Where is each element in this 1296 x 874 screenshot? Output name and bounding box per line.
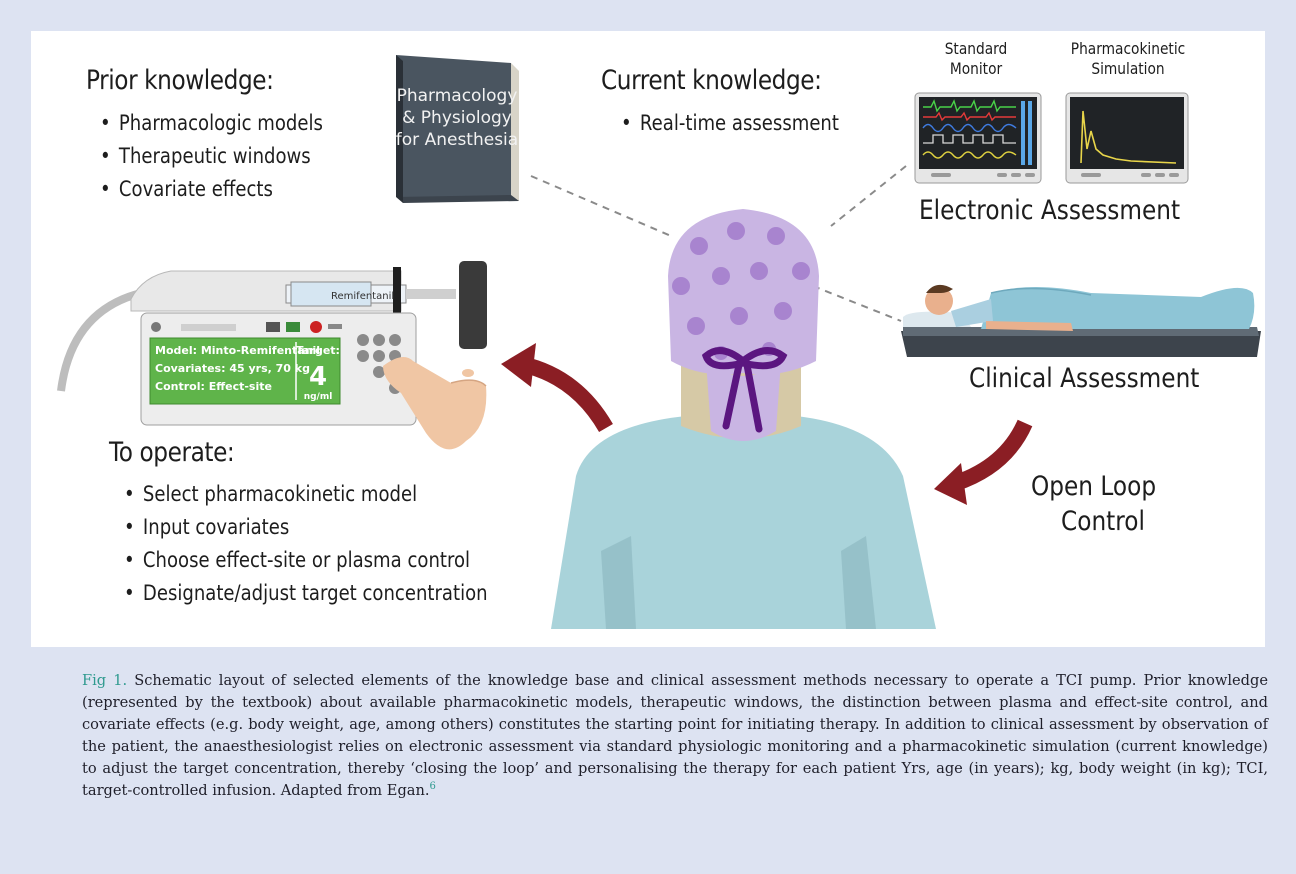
- diagram-artwork: Pharmacology & Physiology for Anesthesia: [57, 55, 1261, 629]
- book-title-line-1: Pharmacology: [397, 86, 518, 106]
- patient-on-bed: [901, 284, 1261, 357]
- pump-target-unit: ng/ml: [304, 392, 333, 402]
- pump-screen-covariates: Covariates: 45 yrs, 70 kg: [155, 362, 310, 375]
- pump-target-label: Target:: [296, 344, 340, 357]
- arrow-to-pump: [501, 343, 613, 433]
- pk-simulation-title-line: Simulation: [1091, 59, 1165, 78]
- anesthesiologist: [551, 209, 936, 629]
- figure-label: Fig 1.: [82, 672, 128, 689]
- open-loop-line: Open Loop: [1031, 471, 1157, 502]
- pump-target-value: 4: [309, 362, 327, 392]
- standard-monitor-title: Standard Monitor: [912, 39, 1041, 79]
- caption-text: Schematic layout of selected elements of…: [82, 672, 1268, 799]
- current-knowledge-list: Real-time assessment: [621, 111, 839, 135]
- pump-screen-model: Model: Minto-Remifentanil: [155, 344, 320, 357]
- clinical-assessment-label: Clinical Assessment: [969, 363, 1200, 394]
- standard-monitor-title-line: Standard: [944, 39, 1008, 58]
- prior-bullet: Covariate effects: [100, 177, 323, 210]
- to-operate-list: Select pharmacokinetic model Input covar…: [124, 482, 488, 614]
- infusion-pump: Model: Minto-Remifentanil Covariates: 45…: [57, 261, 487, 450]
- arrow-open-loop: [934, 419, 1033, 505]
- textbook: Pharmacology & Physiology for Anesthesia: [396, 55, 519, 203]
- book-title-line-2: & Physiology: [402, 108, 512, 128]
- prior-knowledge-list: Pharmacologic models Therapeutic windows…: [100, 111, 323, 210]
- current-bullet: Real-time assessment: [621, 111, 839, 135]
- dashed-connectors: [530, 165, 907, 322]
- current-knowledge-heading: Current knowledge:: [601, 65, 822, 96]
- operate-bullet: Input covariates: [124, 515, 488, 548]
- pk-simulation-title: Pharmacokinetic Simulation: [1064, 39, 1193, 79]
- figure-caption: Fig 1. Schematic layout of selected elem…: [82, 670, 1268, 802]
- pk-simulation-monitor: [1065, 92, 1189, 184]
- dashed-line-monitor: [830, 165, 907, 227]
- reference-link[interactable]: 6: [429, 781, 436, 793]
- open-loop-control-label: Open Loop Control: [1031, 469, 1156, 539]
- standard-monitor: [914, 92, 1042, 184]
- electronic-assessment-label: Electronic Assessment: [919, 195, 1181, 226]
- pk-simulation-title-line: Pharmacokinetic: [1070, 39, 1186, 58]
- open-loop-line: Control: [1061, 506, 1145, 537]
- prior-bullet: Therapeutic windows: [100, 144, 323, 177]
- prior-bullet: Pharmacologic models: [100, 111, 323, 144]
- operate-bullet: Choose effect-site or plasma control: [124, 548, 488, 581]
- figure-canvas: Pharmacology & Physiology for Anesthesia: [31, 31, 1265, 647]
- standard-monitor-title-line: Monitor: [949, 59, 1003, 78]
- dashed-line-patient: [812, 285, 902, 322]
- prior-knowledge-heading: Prior knowledge:: [86, 65, 274, 96]
- syringe-label: Remifentanil: [331, 291, 394, 302]
- operate-bullet: Select pharmacokinetic model: [124, 482, 488, 515]
- dashed-line-book: [530, 175, 672, 237]
- to-operate-heading: To operate:: [109, 437, 235, 468]
- pump-screen-control: Control: Effect-site: [155, 380, 272, 393]
- book-title-line-3: for Anesthesia: [396, 130, 518, 150]
- operate-bullet: Designate/adjust target concentration: [124, 581, 488, 614]
